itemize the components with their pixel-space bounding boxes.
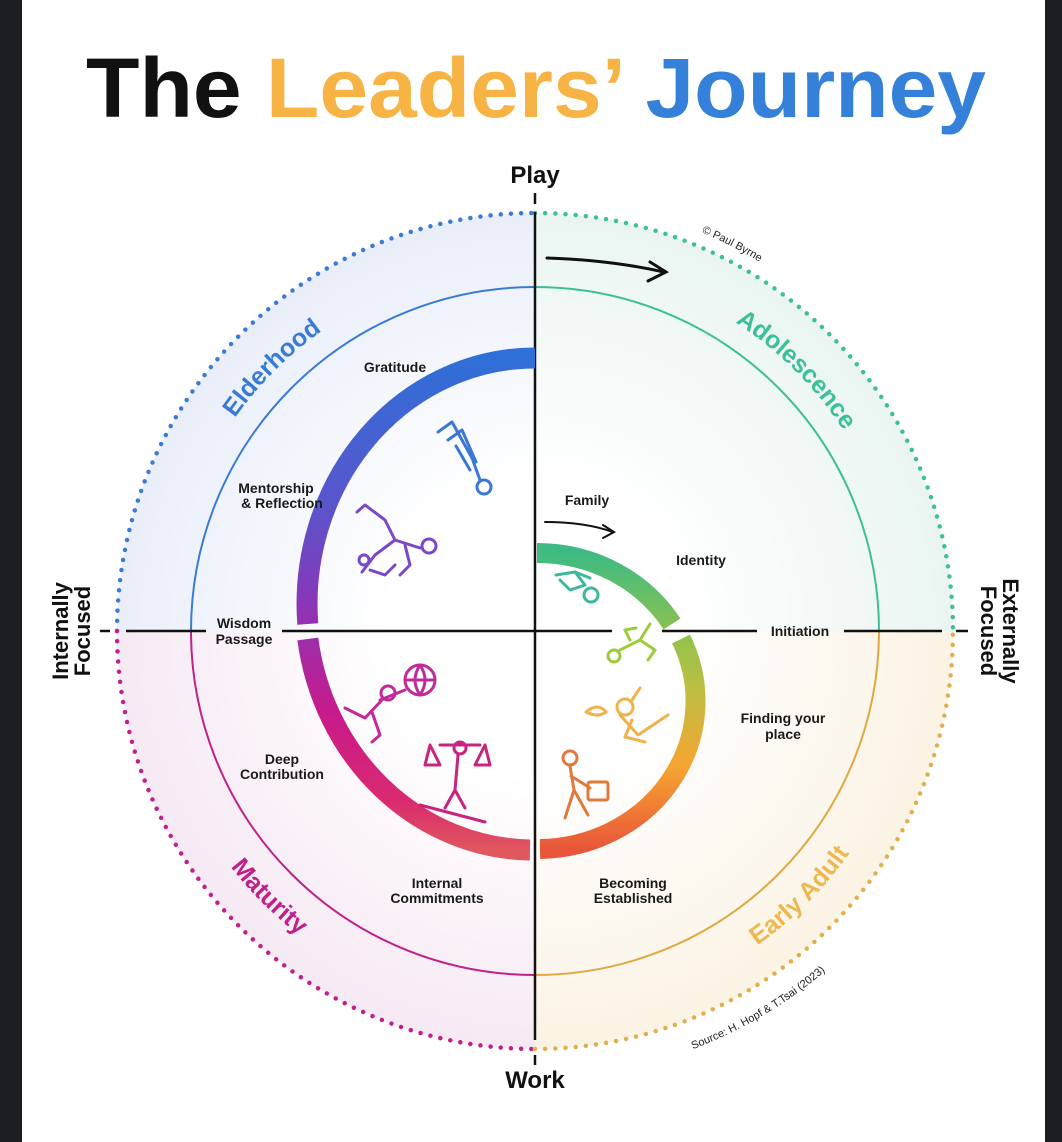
family-arrow-icon	[544, 521, 616, 539]
arrow-icon	[545, 256, 670, 283]
stage-finding-line2: place	[765, 726, 801, 742]
diver-icon	[436, 420, 493, 496]
graduate-figure-icon	[584, 686, 670, 744]
axis-label-internally-focused: Internally Focused	[48, 581, 95, 680]
stage-wisdom-line2: Passage	[216, 631, 273, 647]
title: The Leaders’ Journey	[86, 41, 986, 135]
elder-maturity-arc	[296, 347, 536, 861]
stage-identity: Identity	[676, 552, 726, 568]
axis-label-externally-focused: Externally Focused	[976, 578, 1023, 684]
mentor-figures-icon	[355, 503, 438, 577]
adolescence-early-adult-arc	[536, 543, 706, 859]
stage-initiation: Initiation	[771, 623, 829, 639]
stage-becoming-line1: Becoming	[599, 875, 667, 891]
axis-label-line: Internally	[48, 581, 73, 680]
stage-mentorship-line1: Mentorship	[238, 480, 313, 496]
crawling-child-icon	[606, 622, 657, 664]
stage-internal-line2: Commitments	[390, 890, 484, 906]
businessperson-icon	[561, 749, 610, 820]
axis-label-line: Focused	[70, 586, 95, 676]
stage-wisdom-line1: Wisdom	[217, 615, 271, 631]
axis-label-line: Externally	[998, 578, 1023, 684]
stage-becoming-line2: Established	[594, 890, 673, 906]
stage-deep-line2: Contribution	[240, 766, 324, 782]
quadrant-adolescence-bg	[535, 213, 953, 631]
quadrant-elderhood-bg	[117, 213, 535, 631]
stage-internal-line1: Internal	[412, 875, 463, 891]
stage-family: Family	[565, 492, 610, 508]
scales-figure-icon	[418, 740, 492, 824]
inner-ring	[190, 286, 880, 976]
axis-label-work: Work	[505, 1067, 565, 1094]
stage-deep-line1: Deep	[265, 751, 299, 767]
quadrant-maturity-bg	[117, 631, 535, 1049]
stage-mentorship-line2: & Reflection	[241, 495, 323, 511]
stage-gratitude: Gratitude	[364, 359, 426, 375]
stage-finding-line1: Finding your	[741, 710, 826, 726]
axis-label-play: Play	[510, 162, 560, 189]
outer-dotted-ring	[114, 210, 956, 1052]
axis-label-line: Focused	[976, 586, 1001, 676]
globe-figure-icon	[343, 663, 437, 744]
baby-icon	[554, 570, 600, 604]
axes	[100, 193, 968, 1065]
